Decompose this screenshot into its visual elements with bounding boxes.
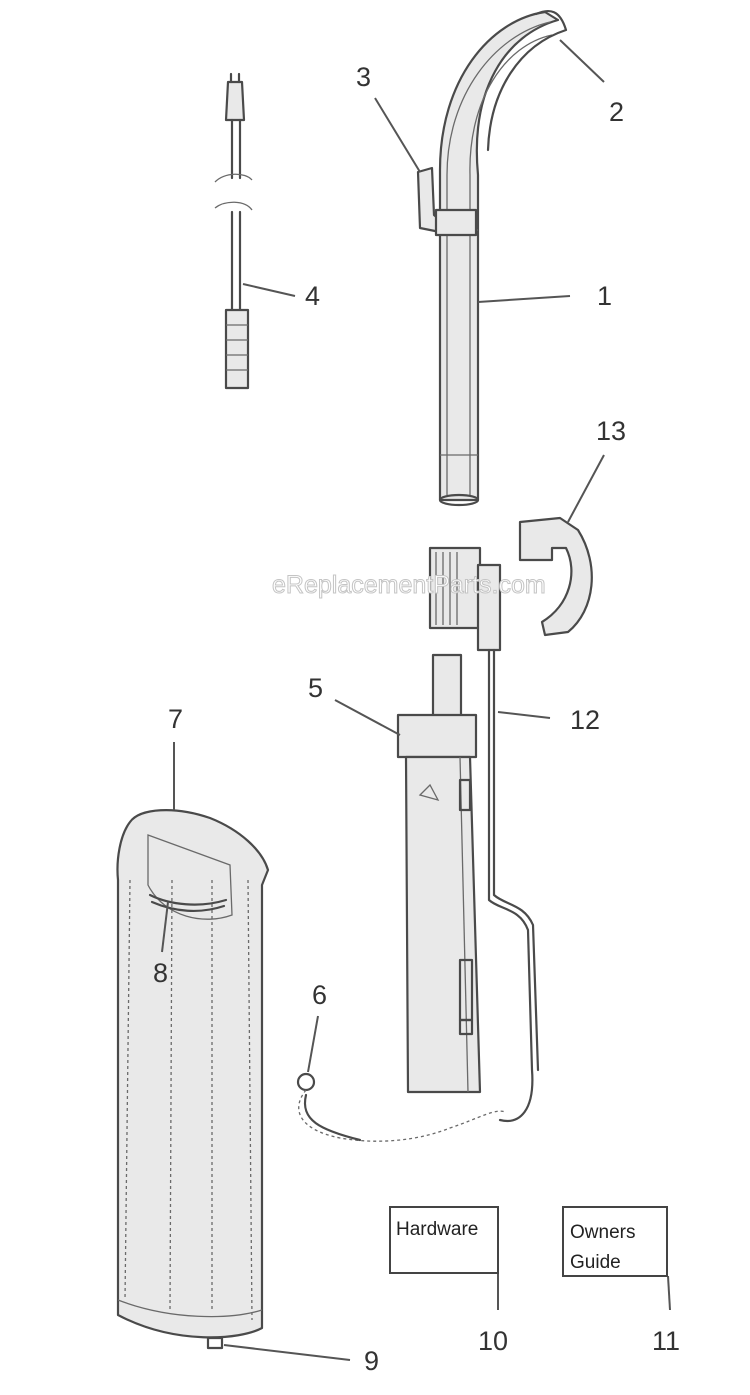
hardware-box: Hardware bbox=[389, 1206, 499, 1274]
part-switch-cord bbox=[296, 1072, 506, 1142]
leader-11 bbox=[667, 1275, 671, 1311]
part-upper-handle bbox=[438, 10, 560, 507]
callout-2: 2 bbox=[609, 97, 624, 127]
part-internal-cord bbox=[487, 648, 540, 1122]
owners-guide-label-line1: Owners bbox=[570, 1222, 635, 1243]
callout-4: 4 bbox=[305, 281, 320, 311]
leader-12 bbox=[497, 711, 551, 719]
part-cord-hook bbox=[416, 166, 478, 237]
callout-13: 13 bbox=[596, 416, 626, 446]
leader-3 bbox=[374, 97, 421, 173]
callout-1: 1 bbox=[597, 281, 612, 311]
part-handle-grip bbox=[486, 10, 568, 152]
leader-8 bbox=[161, 901, 169, 953]
callout-3: 3 bbox=[356, 62, 371, 92]
callout-7: 7 bbox=[168, 704, 183, 734]
part-bag-collar bbox=[148, 893, 228, 913]
leader-1 bbox=[477, 295, 571, 303]
callout-5: 5 bbox=[308, 673, 323, 703]
part-lower-handle bbox=[396, 653, 482, 1094]
owners-guide-box: Owners Guide bbox=[562, 1206, 668, 1277]
leader-2 bbox=[559, 39, 605, 83]
part-outer-bag bbox=[116, 809, 270, 1339]
callout-6: 6 bbox=[312, 980, 327, 1010]
part-cord-clip bbox=[518, 516, 593, 637]
hardware-label: Hardware bbox=[396, 1219, 478, 1240]
callout-12: 12 bbox=[570, 705, 600, 735]
leader-4 bbox=[242, 283, 296, 297]
part-bag-clip bbox=[206, 1336, 224, 1350]
leader-13 bbox=[567, 454, 605, 523]
part-switch-housing bbox=[428, 546, 502, 652]
watermark: eReplacementParts.com bbox=[272, 571, 546, 599]
part-power-cord bbox=[214, 72, 253, 390]
owners-guide-label-line2: Guide bbox=[570, 1252, 621, 1273]
callout-8: 8 bbox=[153, 958, 168, 988]
leader-5 bbox=[334, 699, 401, 736]
callout-10: 10 bbox=[478, 1326, 508, 1356]
leader-6 bbox=[307, 1015, 319, 1073]
callout-9: 9 bbox=[364, 1346, 379, 1376]
leader-9 bbox=[223, 1344, 351, 1361]
callout-11: 11 bbox=[652, 1326, 680, 1356]
